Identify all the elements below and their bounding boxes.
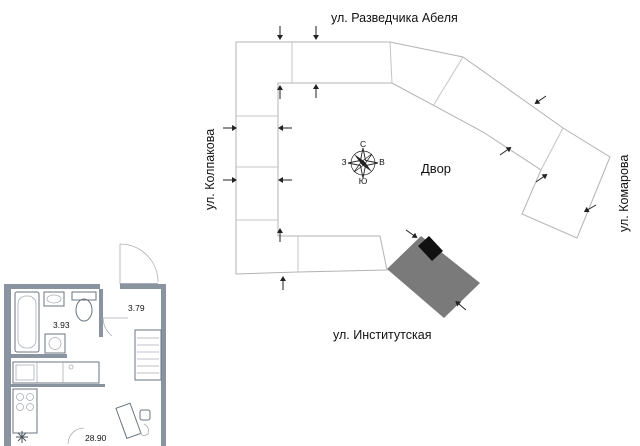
arrow-icon [313, 26, 319, 40]
building-outline [235, 41, 611, 275]
arrow-icon [277, 85, 283, 99]
arrow-icon [455, 301, 467, 311]
street-label-top: ул. Разведчика Абеля [331, 11, 458, 25]
wall-bathroom-bottom [11, 354, 67, 358]
compass-east: В [379, 157, 385, 167]
arrow-icon [405, 229, 418, 239]
bathroom-sink-icon [43, 291, 65, 307]
wall-top-right [120, 284, 166, 289]
yard-label: Двор [421, 161, 451, 176]
arrow-icon [499, 146, 512, 156]
kitchen-counter-icon [12, 361, 100, 384]
wall-right [161, 284, 166, 446]
arrow-icon [313, 84, 319, 98]
arrow-icon [583, 204, 597, 213]
arrow-icon [278, 125, 292, 131]
arrow-icon [278, 177, 292, 183]
entry-door-swing [119, 243, 159, 284]
area-label-room: 28.90 [85, 433, 107, 443]
wardrobe-icon [134, 329, 162, 381]
arrow-icon [223, 177, 237, 183]
building-complex [235, 41, 611, 275]
wall-bathroom-right [99, 289, 103, 337]
compass-north: С [360, 139, 366, 149]
area-label-hallway: 3.79 [128, 303, 145, 313]
stove-icon [12, 388, 38, 434]
compass-west: З [341, 157, 346, 167]
wall-corridor [11, 384, 105, 387]
toilet-icon [71, 291, 97, 322]
entrance-arrows [223, 26, 597, 311]
section-dividers [236, 41, 564, 272]
wall-top-left [4, 284, 100, 289]
apartment-plan: 3.93 3.79 28.90 [4, 243, 166, 446]
arrow-icon [277, 26, 283, 40]
area-label-bathroom: 3.93 [53, 320, 70, 330]
compass-rose-icon: С Ю З В [341, 139, 385, 186]
street-label-bottom: ул. Институтская [333, 328, 431, 342]
washing-machine-icon [44, 333, 66, 354]
air-conditioner-icon [16, 431, 28, 443]
arrow-icon [280, 276, 286, 290]
arrow-icon [534, 95, 547, 105]
wall-left [4, 284, 11, 446]
desk-icon [115, 402, 151, 440]
bathtub-icon [14, 291, 40, 353]
room-door-icon [67, 427, 85, 445]
highlighted-building-shape[interactable] [387, 236, 480, 318]
arrow-icon [277, 228, 283, 242]
arrow-icon [223, 125, 237, 131]
highlighted-building[interactable] [387, 236, 480, 318]
street-label-right: ул. Комарова [617, 155, 631, 232]
bathroom-door-icon [102, 317, 128, 337]
street-label-left: ул. Колпакова [203, 129, 217, 210]
compass-south: Ю [359, 176, 368, 186]
arrow-icon [535, 173, 548, 183]
highlighted-building-entrance [418, 236, 443, 261]
